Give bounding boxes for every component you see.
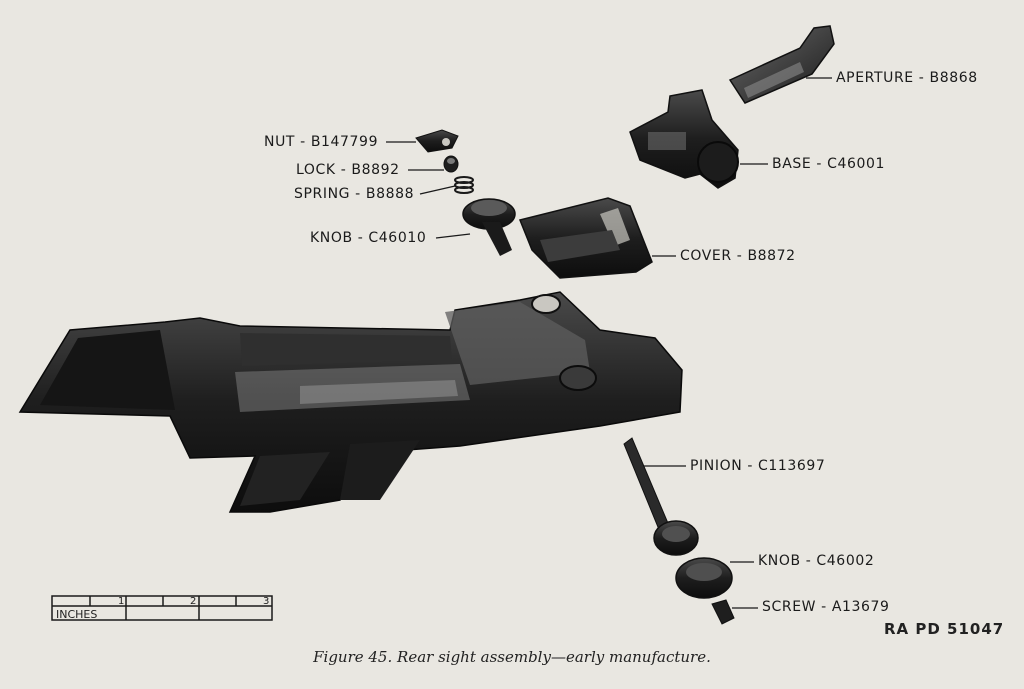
figure-caption-text: Rear sight assembly—early manufacture. xyxy=(397,648,711,666)
lock-part xyxy=(443,155,459,173)
cover-part xyxy=(518,197,653,279)
knob-top-part xyxy=(462,198,516,256)
pinion-part xyxy=(623,437,699,556)
label-pinion: PINION - C113697 xyxy=(690,458,826,474)
nut-part xyxy=(415,129,459,153)
label-lock: LOCK - B8892 xyxy=(296,162,400,178)
scale-tick-3: 3 xyxy=(263,596,270,607)
base-part xyxy=(629,89,739,189)
scale-tick-1: 1 xyxy=(118,596,125,607)
knob-bottom-part xyxy=(675,557,733,599)
screw-part xyxy=(711,599,735,625)
receiver-part xyxy=(18,291,683,513)
label-spring: SPRING - B8888 xyxy=(294,186,415,202)
label-cover: COVER - B8872 xyxy=(680,248,796,264)
aperture-part xyxy=(728,25,835,104)
label-nut: NUT - B147799 xyxy=(264,134,379,150)
plate-id: RA PD 51047 xyxy=(884,620,1005,638)
label-screw: SCREW - A13679 xyxy=(762,599,890,615)
figure-caption: Figure 45. Rear sight assembly—early man… xyxy=(0,648,1024,666)
leader-lines xyxy=(386,77,832,609)
figure-number: Figure 45. xyxy=(313,648,393,666)
label-base: BASE - C46001 xyxy=(772,156,885,172)
scale-unit-label: INCHES xyxy=(56,608,98,621)
label-knob-top: KNOB - C46010 xyxy=(310,230,427,246)
spring-part xyxy=(454,176,474,194)
label-aperture: APERTURE - B8868 xyxy=(836,70,978,86)
scale-tick-2: 2 xyxy=(190,596,197,607)
scale-bar xyxy=(51,595,273,621)
label-knob-bottom: KNOB - C46002 xyxy=(758,553,875,569)
